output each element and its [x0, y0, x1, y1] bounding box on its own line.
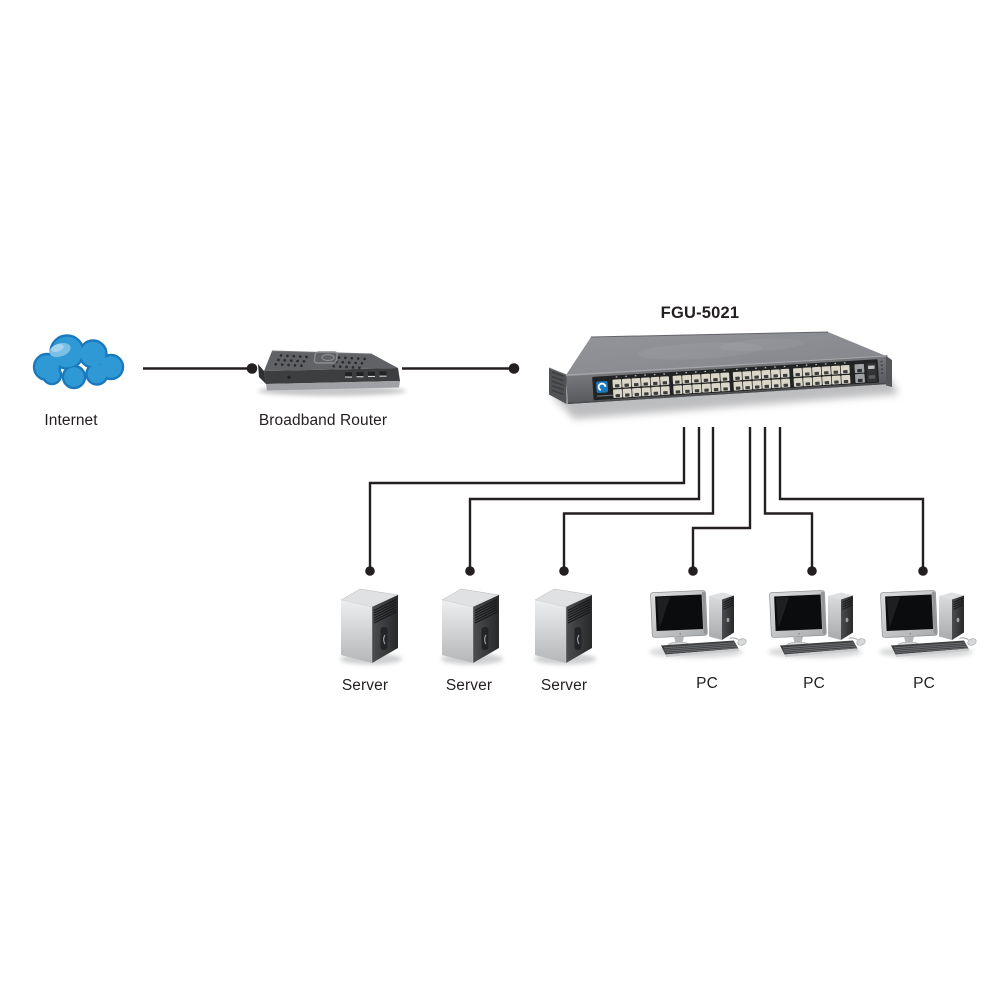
router-vent-holes: [274, 354, 366, 370]
pc-label-2: PC: [803, 675, 825, 692]
broadband-router-icon: [258, 350, 406, 396]
link-dot: [688, 566, 698, 576]
link-dot: [246, 363, 258, 374]
link-internet-router: [143, 363, 258, 374]
server-label-1: Server: [341, 677, 389, 694]
wire-switch-pc-2: [763, 427, 817, 576]
link-dot: [465, 566, 475, 576]
link-router-switch: [402, 363, 520, 374]
server-label-3: Server: [540, 677, 588, 694]
pc-icon-3: [879, 590, 977, 658]
server-icon-3: [534, 589, 596, 665]
wire-switch-server-3: [559, 427, 715, 576]
link-dot: [559, 566, 569, 576]
router-label: Broadband Router: [258, 412, 388, 429]
pc-icon-1: [649, 590, 747, 658]
router-logo: [313, 351, 338, 364]
link-dot: [807, 566, 817, 576]
diagram-links: [143, 363, 928, 576]
link-dot: [365, 566, 375, 576]
switch-icon: [548, 331, 899, 419]
wire-switch-pc-3: [778, 427, 928, 576]
switch-left-vent: [548, 367, 567, 404]
switch-front-panel: [566, 355, 890, 404]
link-dot: [918, 566, 928, 576]
switch-ports: [612, 362, 851, 399]
switch-uplink-ports: [854, 362, 877, 384]
server-icon-2: [441, 589, 503, 665]
wire-switch-pc-1: [688, 427, 752, 576]
pc-label-3: PC: [913, 675, 935, 692]
server-label-2: Server: [445, 677, 493, 694]
switch-leds: [880, 360, 884, 374]
switch-top-face: [566, 332, 886, 375]
cloud-icon: [32, 334, 125, 390]
switch-model-label: FGU-5021: [660, 304, 740, 322]
pc-label-1: PC: [696, 675, 718, 692]
internet-label: Internet: [44, 412, 98, 429]
wire-switch-server-2: [465, 427, 701, 576]
pc-icon-2: [768, 590, 866, 658]
link-dot: [508, 363, 520, 374]
wire-switch-server-1: [365, 427, 686, 576]
server-icon-1: [340, 589, 402, 665]
router-rear-ports: [345, 371, 387, 378]
